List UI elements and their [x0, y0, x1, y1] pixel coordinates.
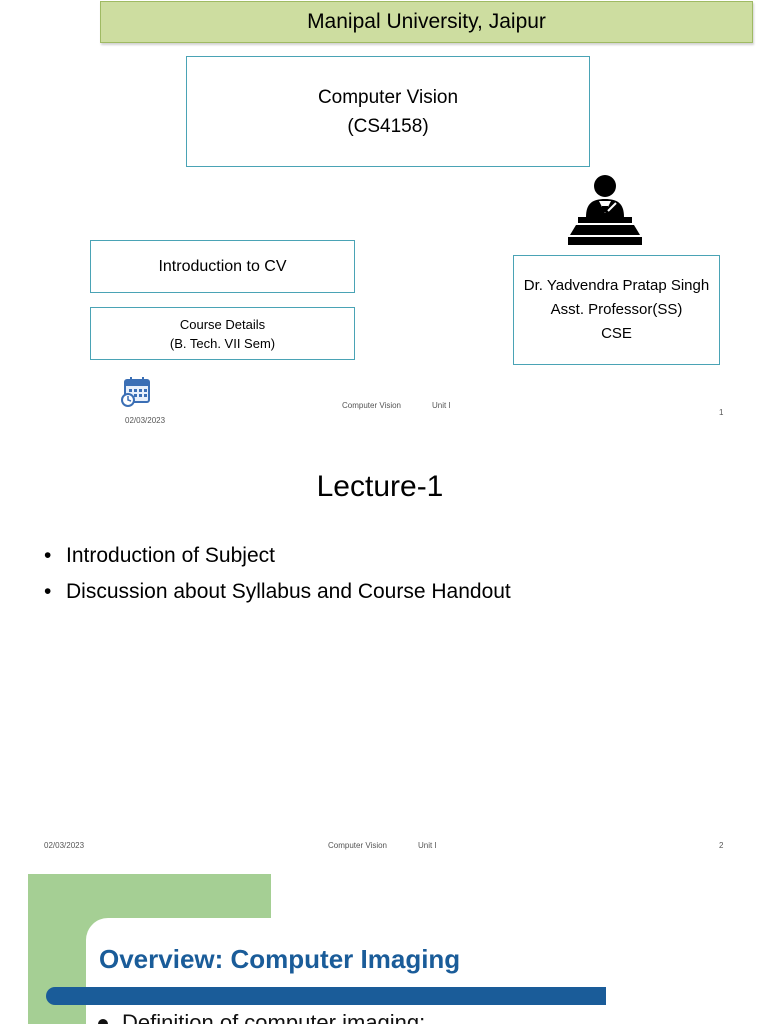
- professor-dept: CSE: [601, 325, 632, 342]
- slide1-footer-unit: Unit I: [432, 401, 451, 410]
- lecture-title: Lecture-1: [316, 470, 444, 503]
- slide3-title: Overview: Computer Imaging: [99, 944, 461, 974]
- details-line-1: Course Details: [179, 316, 266, 332]
- calendar-icon: [120, 375, 152, 407]
- professor-title: Asst. Professor(SS): [550, 301, 683, 318]
- course-title-box: Computer Vision (CS4158): [186, 56, 590, 167]
- slide1-footer-course: Computer Vision: [342, 401, 401, 410]
- slide2-footer-unit: Unit I: [418, 841, 437, 850]
- slide3-bullet: Definition of computer imaging:: [98, 1010, 425, 1024]
- course-code: (CS4158): [347, 115, 429, 137]
- slide3-bullet-text: Definition of computer imaging:: [122, 1010, 426, 1024]
- slide3-title-underline-bar: [46, 987, 606, 1005]
- course-details-box: Course Details (B. Tech. VII Sem): [90, 307, 355, 360]
- list-item: •Introduction of Subject: [44, 538, 511, 574]
- course-name: Computer Vision: [317, 86, 459, 108]
- university-banner: Manipal University, Jaipur: [100, 1, 753, 43]
- slide3-content-panel: [86, 918, 768, 1024]
- slide1-footer-date: 02/03/2023: [125, 416, 166, 425]
- bullet-text: Discussion about Syllabus and Course Han…: [66, 580, 511, 603]
- lecture-bullet-list: •Introduction of Subject •Discussion abo…: [44, 538, 511, 610]
- details-line-2: (B. Tech. VII Sem): [169, 335, 276, 351]
- bullet-text: Introduction of Subject: [66, 544, 275, 567]
- slide2-footer-course: Computer Vision: [328, 841, 387, 850]
- professor-name: Dr. Yadvendra Pratap Singh: [523, 277, 710, 294]
- intro-box: Introduction to CV: [90, 240, 355, 293]
- university-name: Manipal University, Jaipur: [307, 10, 546, 33]
- podium-speaker-icon: [566, 173, 644, 247]
- list-item: •Discussion about Syllabus and Course Ha…: [44, 574, 511, 610]
- bullet-dot: [98, 1019, 108, 1024]
- intro-label: Introduction to CV: [158, 257, 287, 275]
- slide2-footer-date: 02/03/2023: [44, 841, 85, 850]
- professor-box: Dr. Yadvendra Pratap Singh Asst. Profess…: [513, 255, 720, 365]
- slide2-page-number: 2: [719, 841, 724, 850]
- slide1-page-number: 1: [719, 408, 724, 417]
